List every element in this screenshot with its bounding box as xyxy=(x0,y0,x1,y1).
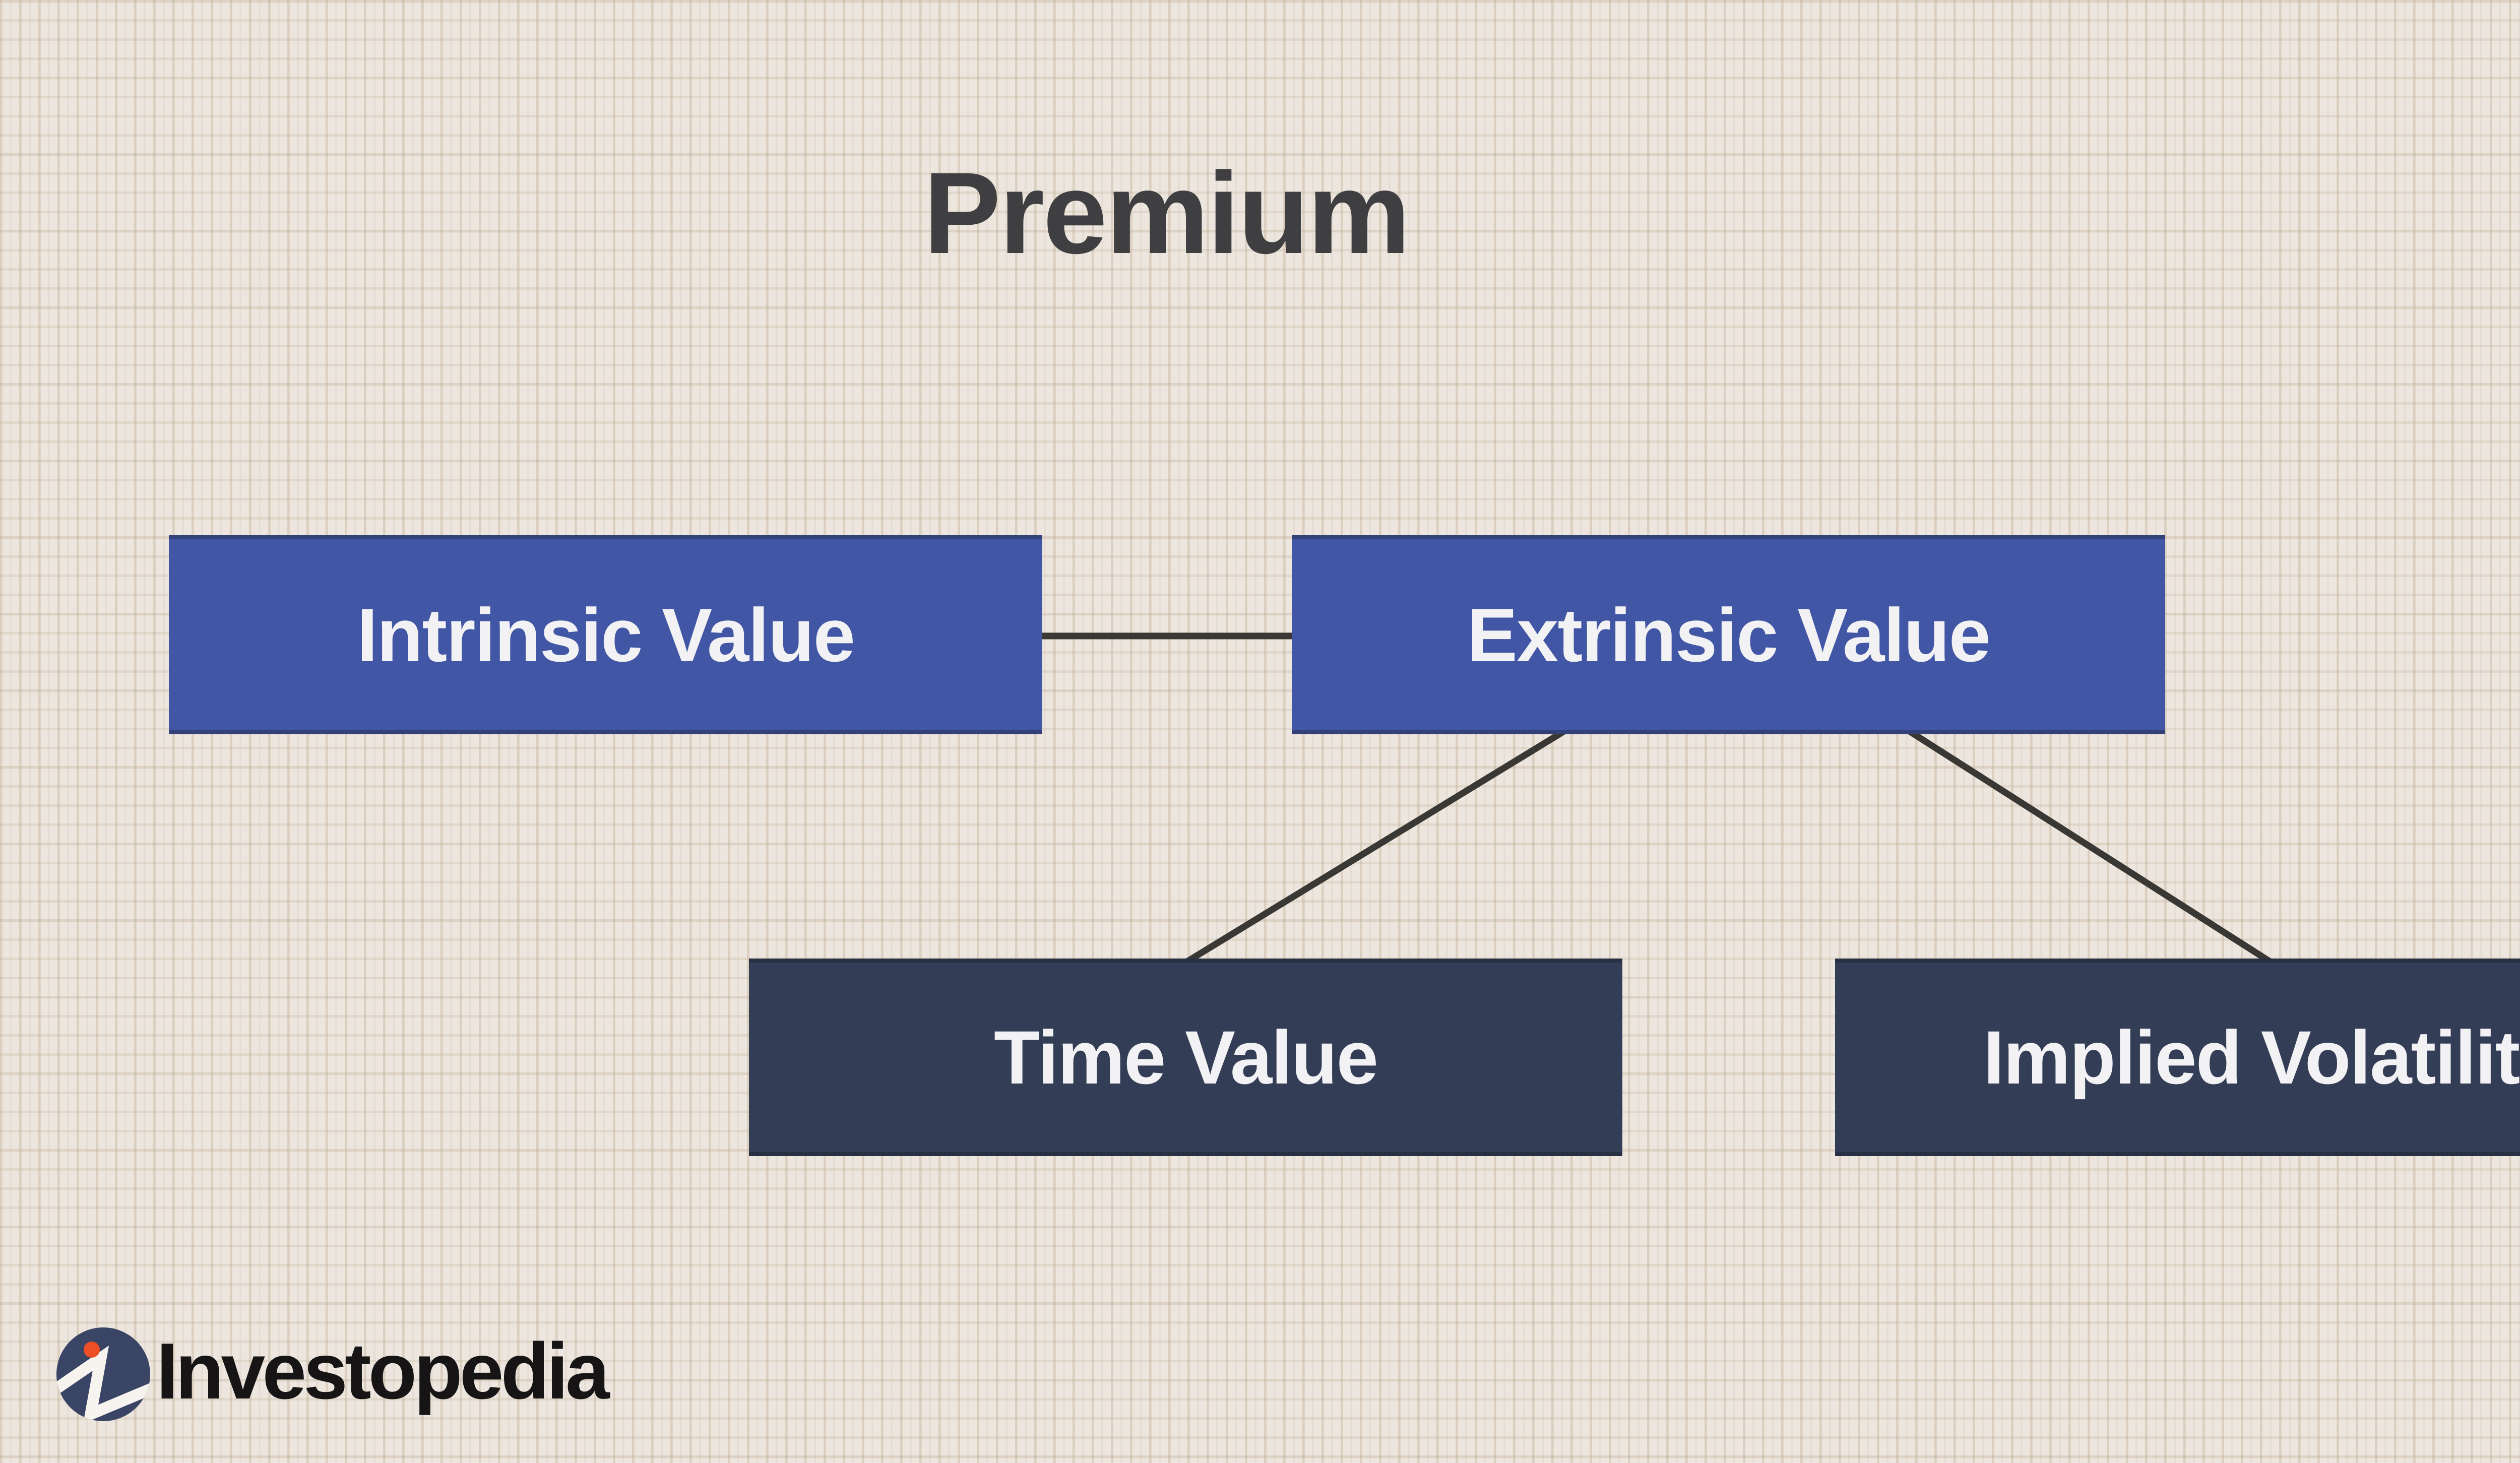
investopedia-logo: Investopedia xyxy=(56,1327,610,1421)
investopedia-wordmark: Investopedia xyxy=(156,1327,610,1416)
node-intrinsic-value: Intrinsic Value xyxy=(169,535,1042,734)
diagram-title: Premium xyxy=(923,148,1410,278)
node-label-extrinsic-value: Extrinsic Value xyxy=(1467,592,1991,677)
logo-dot xyxy=(84,1342,100,1358)
connector-line-extrinsic-implied xyxy=(1907,728,2274,966)
node-time-value: Time Value xyxy=(749,959,1622,1156)
node-label-intrinsic-value: Intrinsic Value xyxy=(356,592,855,677)
connector-line-extrinsic-time xyxy=(1183,728,1567,966)
node-extrinsic-value: Extrinsic Value xyxy=(1292,535,2165,734)
node-implied-volatility: Implied Volatility xyxy=(1835,959,2520,1156)
node-label-time-value: Time Value xyxy=(994,1015,1378,1100)
logo-lightning-i xyxy=(56,1345,150,1421)
investopedia-logo-icon xyxy=(56,1327,150,1421)
node-label-implied-volatility: Implied Volatility xyxy=(1983,1015,2520,1100)
